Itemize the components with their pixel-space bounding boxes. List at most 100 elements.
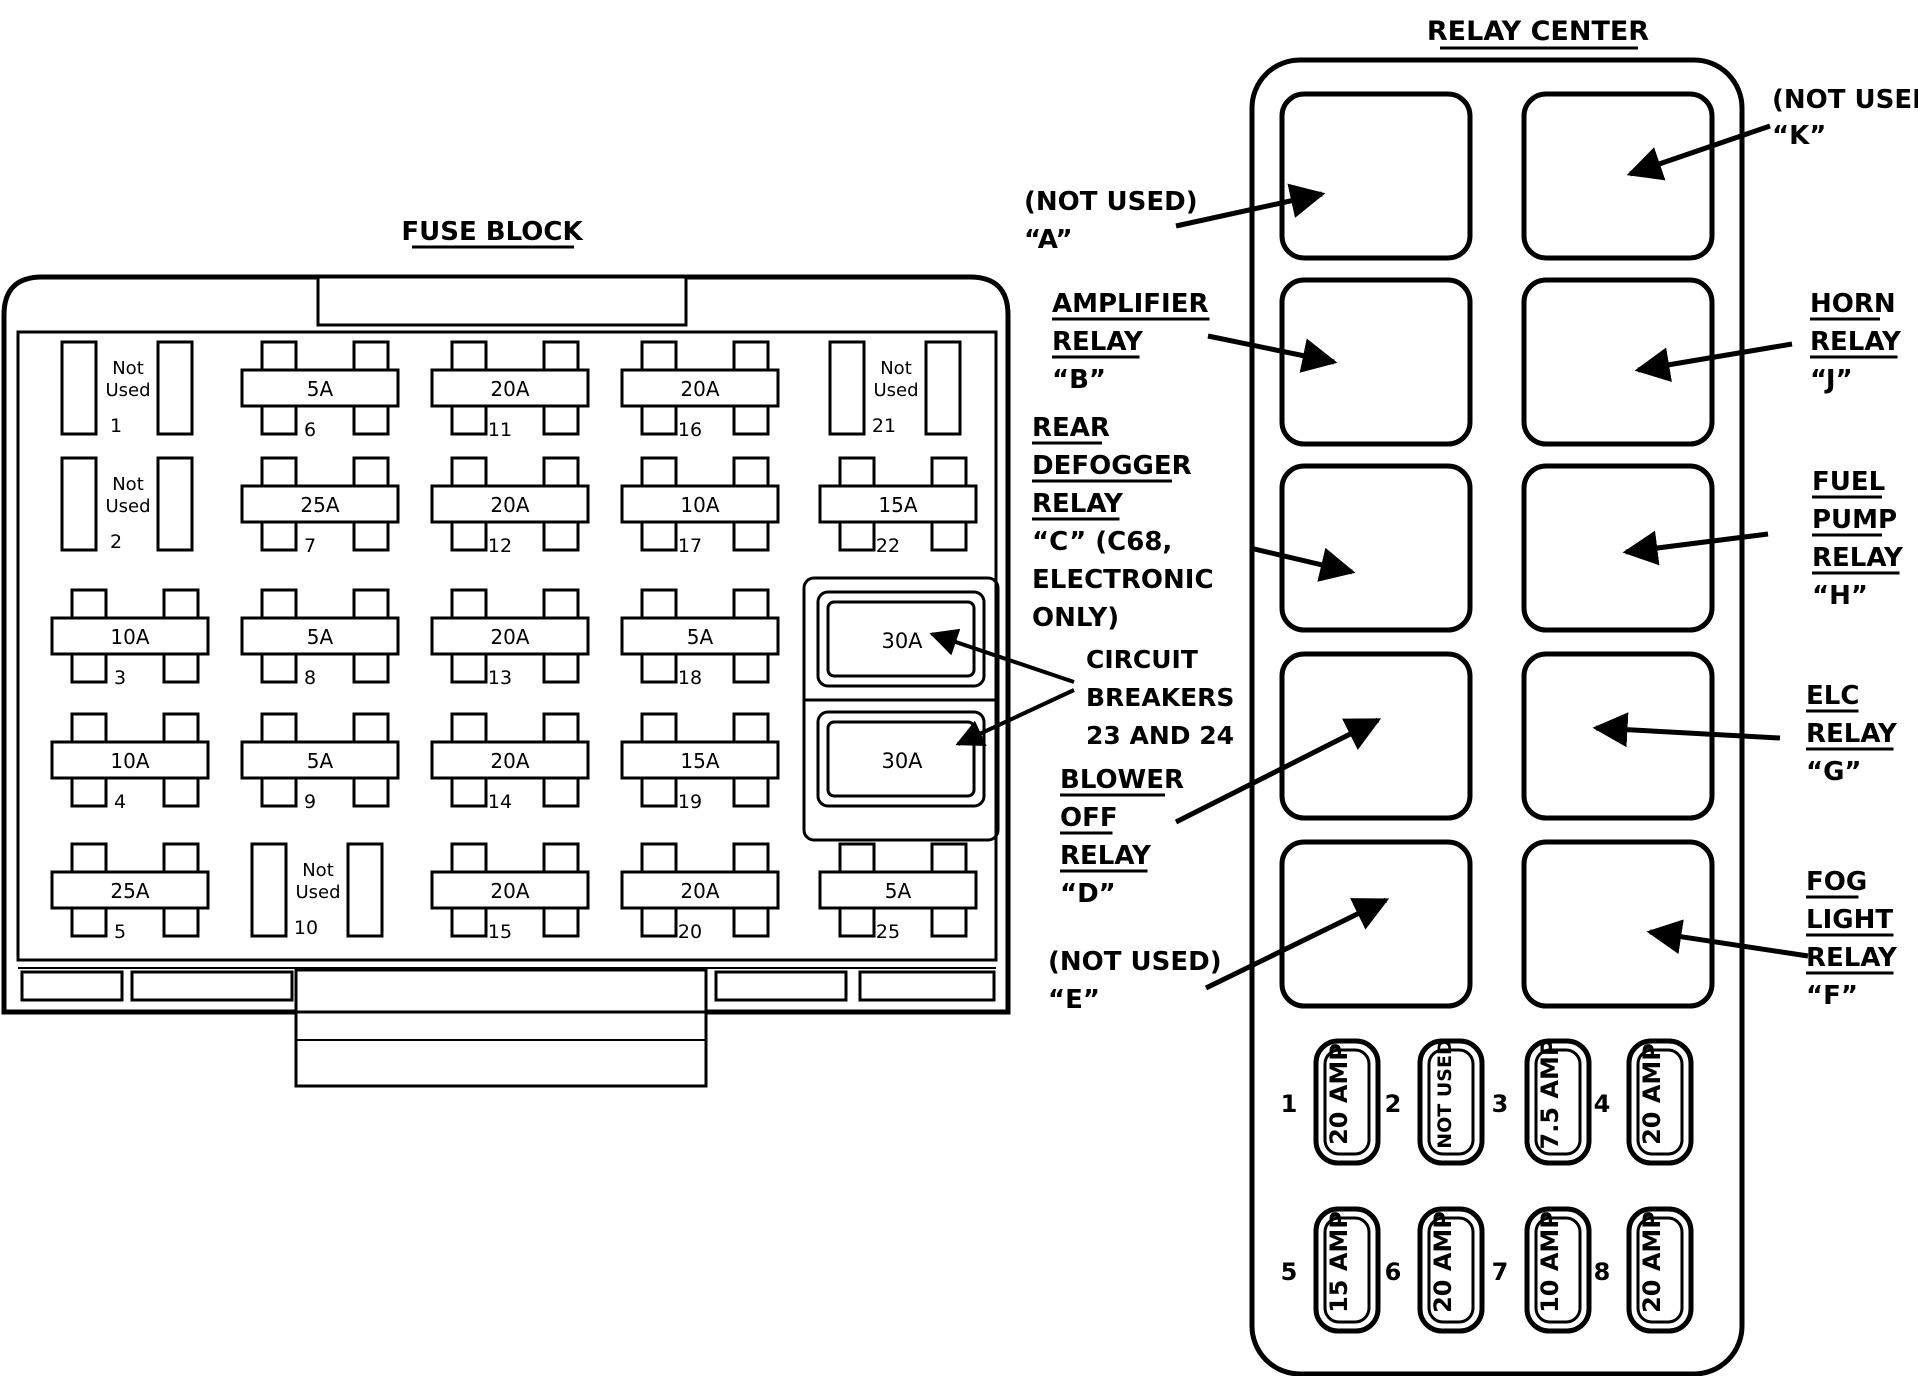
relay-label-line: BLOWER xyxy=(1060,765,1184,795)
relay-arrow-c xyxy=(1249,545,1356,582)
relay-fuse-body xyxy=(1417,1206,1485,1334)
relay-arrow-h xyxy=(1622,530,1769,566)
fuse-9[interactable]: 5A9 xyxy=(240,712,400,813)
fuse-terminal xyxy=(542,456,580,488)
fuse-rating: 10A xyxy=(110,625,149,649)
fuse-terminal xyxy=(450,906,488,938)
fuse-rating: 20A xyxy=(490,377,529,401)
fuse-terminal xyxy=(450,842,488,874)
relay-fuse-rating: 10 AMP xyxy=(1536,1211,1564,1313)
relay-socket-k[interactable] xyxy=(1521,91,1715,261)
fuse-terminal xyxy=(450,340,488,372)
fuse-terminal xyxy=(450,712,488,744)
fuse-terminal xyxy=(542,404,580,436)
relay-socket-a[interactable] xyxy=(1279,91,1473,261)
fuse-number: 9 xyxy=(304,791,316,813)
fuse-body xyxy=(240,484,400,524)
fuse-rating: 10A xyxy=(110,749,149,773)
fuse-terminal xyxy=(352,776,390,808)
relay-socket-f[interactable] xyxy=(1521,839,1715,1009)
fuse-terminal xyxy=(352,456,390,488)
bottom-slot xyxy=(20,970,124,1002)
empty-slot-terminal xyxy=(250,842,288,938)
relay-callout-a: (NOT USED)“A” xyxy=(1024,183,1326,255)
fuse-rating: 20A xyxy=(680,879,719,903)
relay-socket-h[interactable] xyxy=(1521,463,1715,633)
fuse-body xyxy=(430,368,590,408)
relay-socket-b[interactable] xyxy=(1279,277,1473,447)
relay-fuse-rating: 20 AMP xyxy=(1638,1211,1666,1313)
fuse-terminal xyxy=(162,652,200,684)
empty-slot-terminal xyxy=(156,340,194,436)
relay-fuse-inner xyxy=(1427,1048,1475,1156)
fuse-6[interactable]: 5A6 xyxy=(240,340,400,441)
breaker-callout: CIRCUIT BREAKERS 23 AND 24 xyxy=(929,628,1234,750)
relay-fuse-body xyxy=(1524,1206,1592,1334)
relay-socket-d[interactable] xyxy=(1279,651,1473,821)
relay-socket-e[interactable] xyxy=(1279,839,1473,1009)
fuse-body xyxy=(50,870,210,910)
fuse-body xyxy=(50,740,210,780)
relay-fuse-rating: NOT USED xyxy=(1434,1039,1456,1149)
fuse-terminal xyxy=(732,404,770,436)
fuse-rating: 20A xyxy=(490,749,529,773)
fuse-rating: 5A xyxy=(687,625,714,649)
fuse-status-label: Used xyxy=(105,496,150,517)
relay-callout-layer: (NOT USED)“A”AMPLIFIERRELAY“B”REARDEFOGG… xyxy=(1024,85,1918,1015)
fuse-status-label: Used xyxy=(295,882,340,903)
fuse-terminal xyxy=(260,712,298,744)
fuse-body xyxy=(240,740,400,780)
fuse-8[interactable]: 5A8 xyxy=(240,588,400,689)
breaker-rating: 30A xyxy=(881,749,923,773)
fuse-rating: 10A xyxy=(680,493,719,517)
relay-socket-j[interactable] xyxy=(1521,277,1715,447)
relay-arrow-a xyxy=(1175,183,1326,229)
relay-layer xyxy=(1279,91,1715,1009)
relay-socket-c[interactable] xyxy=(1279,463,1473,633)
fuse-terminal xyxy=(542,842,580,874)
relay-fuse-rating: 7.5 AMP xyxy=(1536,1039,1564,1150)
relay-fuse-body xyxy=(1626,1038,1694,1166)
fuse-terminal xyxy=(450,404,488,436)
fuse-terminal xyxy=(352,588,390,620)
circuit-breaker-23[interactable]: 30A xyxy=(816,590,986,688)
relay-label-line: “E” xyxy=(1048,985,1100,1015)
fuse-terminal xyxy=(542,588,580,620)
fuse-terminal xyxy=(352,712,390,744)
circuit-breaker-24[interactable]: 30A xyxy=(816,710,986,808)
relay-arrow-g xyxy=(1592,712,1781,748)
relay-socket-g[interactable] xyxy=(1521,651,1715,821)
relay-label-line: RELAY xyxy=(1052,327,1144,357)
